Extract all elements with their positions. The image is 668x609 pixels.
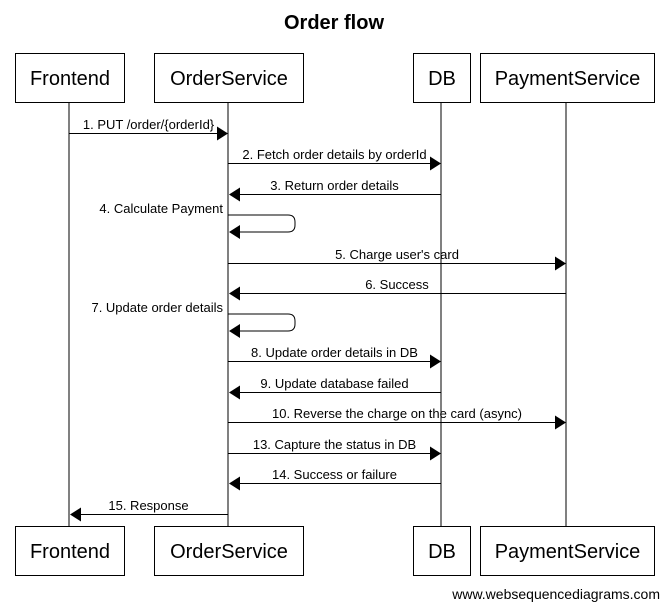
participant-label: PaymentService <box>495 541 641 563</box>
message-3: 3. Return order details <box>229 178 441 202</box>
message-label: 14. Success or failure <box>272 467 397 482</box>
message-label: 2. Fetch order details by orderId <box>242 147 426 162</box>
message-6: 6. Success <box>229 277 566 301</box>
arrowhead <box>229 286 240 301</box>
messages: 1. PUT /order/{orderId} 2. Fetch order de… <box>69 117 566 522</box>
arrowhead <box>555 256 566 271</box>
message-label: 10. Reverse the charge on the card (asyn… <box>272 406 522 421</box>
arrowhead <box>430 446 441 461</box>
arrowhead <box>229 225 240 239</box>
participant-box <box>413 526 471 576</box>
message-7: 7. Update order details <box>91 300 296 338</box>
participant-db-bottom: DB <box>413 526 471 576</box>
message-label: 4. Calculate Payment <box>99 201 223 216</box>
arrowhead <box>430 156 441 171</box>
message-13: 15. Response <box>70 498 228 522</box>
message-label: 13. Capture the status in DB <box>253 437 416 452</box>
message-8: 8. Update order details in DB <box>228 345 441 369</box>
participant-orderservice-top: OrderService <box>154 53 304 103</box>
arrowhead <box>229 187 240 202</box>
participant-db-top: DB <box>413 53 471 103</box>
message-label: 6. Success <box>365 277 429 292</box>
participant-orderservice-bottom: OrderService <box>154 526 304 576</box>
message-1: 1. PUT /order/{orderId} <box>69 117 228 141</box>
participant-box <box>413 53 471 103</box>
participant-box <box>15 526 125 576</box>
participant-box <box>480 53 655 103</box>
participant-paymentservice-bottom: PaymentService <box>480 526 655 576</box>
message-10: 10. Reverse the charge on the card (asyn… <box>228 406 566 430</box>
arrowhead <box>70 507 81 522</box>
participant-label: OrderService <box>170 68 288 90</box>
participant-box <box>15 53 125 103</box>
self-message-loop <box>228 313 296 332</box>
arrowhead <box>430 354 441 369</box>
message-label: 7. Update order details <box>91 300 223 315</box>
message-label: 8. Update order details in DB <box>251 345 418 360</box>
message-5: 5. Charge user's card <box>228 247 566 271</box>
participant-label: DB <box>428 68 456 90</box>
message-4: 4. Calculate Payment <box>99 201 296 239</box>
participant-box <box>154 53 304 103</box>
participant-label: OrderService <box>170 541 288 563</box>
participants-top: Frontend OrderService DB PaymentService <box>15 53 655 103</box>
message-2: 2. Fetch order details by orderId <box>228 147 441 171</box>
message-12: 14. Success or failure <box>229 467 441 491</box>
message-label: 1. PUT /order/{orderId} <box>83 117 215 132</box>
message-label: 15. Response <box>108 498 188 513</box>
message-11: 13. Capture the status in DB <box>228 437 441 461</box>
arrowhead <box>229 385 240 400</box>
message-label: 5. Charge user's card <box>335 247 459 262</box>
lifelines <box>68 102 567 526</box>
arrowhead <box>229 476 240 491</box>
participant-label: Frontend <box>30 68 110 90</box>
participant-label: PaymentService <box>495 68 641 90</box>
participant-frontend-bottom: Frontend <box>15 526 125 576</box>
participant-box <box>480 526 655 576</box>
participant-label: Frontend <box>30 541 110 563</box>
message-label: 9. Update database failed <box>260 376 408 391</box>
arrowhead <box>555 415 566 430</box>
arrowhead <box>229 324 240 338</box>
self-message-loop <box>228 214 296 233</box>
arrowhead <box>217 126 228 141</box>
participants-bottom: Frontend OrderService DB PaymentService <box>15 526 655 576</box>
message-label: 3. Return order details <box>270 178 399 193</box>
message-9: 9. Update database failed <box>229 376 441 400</box>
participant-box <box>154 526 304 576</box>
participant-frontend-top: Frontend <box>15 53 125 103</box>
participant-paymentservice-top: PaymentService <box>480 53 655 103</box>
participant-label: DB <box>428 541 456 563</box>
diagram-title: Order flow <box>284 12 384 34</box>
watermark-text: www.websequencediagrams.com <box>451 586 660 602</box>
